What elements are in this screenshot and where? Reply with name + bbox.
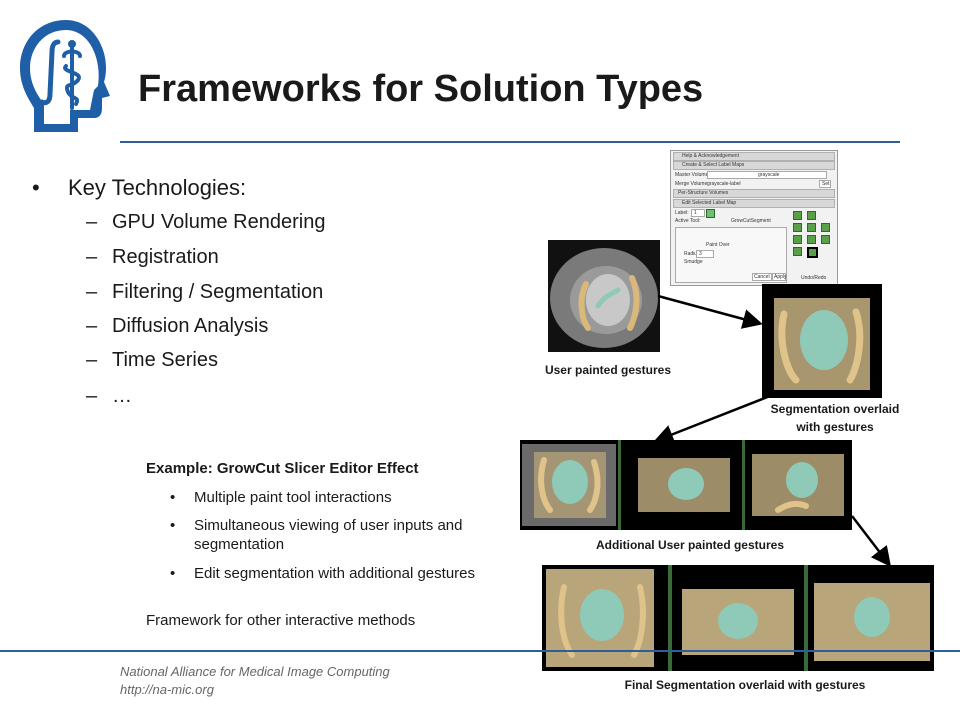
slide-title: Frameworks for Solution Types: [138, 68, 704, 110]
label-label: Label:: [675, 210, 689, 216]
cancel-button: Cancel: [752, 273, 772, 281]
help-section-header: Help & Acknowledgement: [673, 152, 835, 161]
example-item: •Multiple paint tool interactions: [170, 489, 392, 506]
user-painted-gestures-image: [548, 240, 660, 352]
bullet-heading: •Key Technologies:: [32, 175, 247, 200]
caduceus-icon: [62, 44, 82, 110]
caption-seg-overlaid-2: with gestures: [796, 420, 874, 434]
caption-additional: Additional User painted gestures: [595, 538, 785, 552]
set-button: Set: [819, 180, 831, 188]
tool-icon: [793, 211, 802, 220]
label-maps-section-header: Create & Select Label Maps: [673, 161, 835, 170]
tool-icon: [793, 247, 802, 256]
radius-label: Radius: [684, 251, 700, 257]
bullet-item: –Registration: [86, 246, 219, 268]
bullet-item: –Diffusion Analysis: [86, 315, 269, 337]
label-color-swatch: [706, 209, 715, 218]
arrow-1: [657, 294, 763, 329]
panel-coronal: [752, 454, 844, 516]
example-item: •Edit segmentation with additional gestu…: [170, 565, 476, 582]
tool-palette: Undo/Redo: [791, 209, 833, 281]
bullet-item: –GPU Volume Rendering: [86, 211, 326, 233]
footer-divider: [0, 650, 960, 652]
editor-panel-screenshot: Help & Acknowledgement Create & Select L…: [670, 150, 838, 286]
tool-icon: [807, 223, 816, 232]
growcut-tool-icon: [807, 247, 818, 258]
tool-icon: [807, 211, 816, 220]
bullet-item: –Time Series: [86, 349, 218, 371]
active-tool-label: Active Tool:: [675, 218, 701, 224]
footer-org: National Alliance for Medical Image Comp…: [120, 664, 390, 679]
caption-user-painted: User painted gestures: [544, 363, 672, 377]
radius-field: 3: [696, 250, 714, 258]
apply-button: Apply: [772, 273, 787, 281]
tool-icon: [807, 235, 816, 244]
tool-icon: [793, 235, 802, 244]
final-panel-axial: [546, 569, 654, 667]
final-segmentation-images: [542, 565, 934, 671]
panel-sagittal: [638, 458, 730, 512]
merge-volume-value: grayscale-label: [707, 181, 741, 187]
tool-options-box: Paint Over Radius 3 Smudge Cancel Apply: [675, 227, 787, 283]
bullet-item: –Filtering / Segmentation: [86, 281, 324, 303]
edit-section-header: Edit Selected Label Map: [673, 199, 835, 208]
paint-over-label: Paint Over: [706, 242, 730, 248]
final-panel-coronal: [814, 583, 930, 661]
master-volume-select: grayscale: [707, 171, 827, 179]
tool-icon: [821, 235, 830, 244]
tool-icon: [821, 223, 830, 232]
arrow-3: [851, 515, 892, 567]
example-item: •Simultaneous viewing of user inputs and…: [170, 517, 463, 553]
smudge-label: Smudge: [684, 259, 703, 265]
bullet-item: –…: [86, 385, 132, 407]
integral-sign: [39, 39, 61, 106]
label-value-field: 1: [691, 209, 705, 217]
final-panel-sagittal: [682, 589, 794, 655]
active-tool-value: GrowCutSegment: [731, 218, 771, 224]
tool-icon: [793, 223, 802, 232]
panel-axial: [522, 444, 616, 526]
caption-final: Final Segmentation overlaid with gesture…: [624, 678, 866, 692]
namic-logo: [20, 20, 110, 132]
example-title: Example: GrowCut Slicer Editor Effect: [146, 460, 419, 477]
segmentation-overlaid-image: [762, 284, 882, 398]
caption-seg-overlaid-1: Segmentation overlaid: [770, 402, 900, 416]
example-footer: Framework for other interactive methods: [146, 612, 416, 629]
additional-painted-images: [520, 440, 852, 530]
footer-url: http://na-mic.org: [120, 682, 214, 697]
per-structure-header: Per-Structure Volumes: [673, 189, 835, 198]
merge-volume-label: Merge Volume:: [675, 181, 709, 187]
title-divider: [120, 141, 900, 143]
undo-redo-label: Undo/Redo: [801, 275, 827, 281]
master-volume-label: Master Volume:: [675, 172, 710, 178]
